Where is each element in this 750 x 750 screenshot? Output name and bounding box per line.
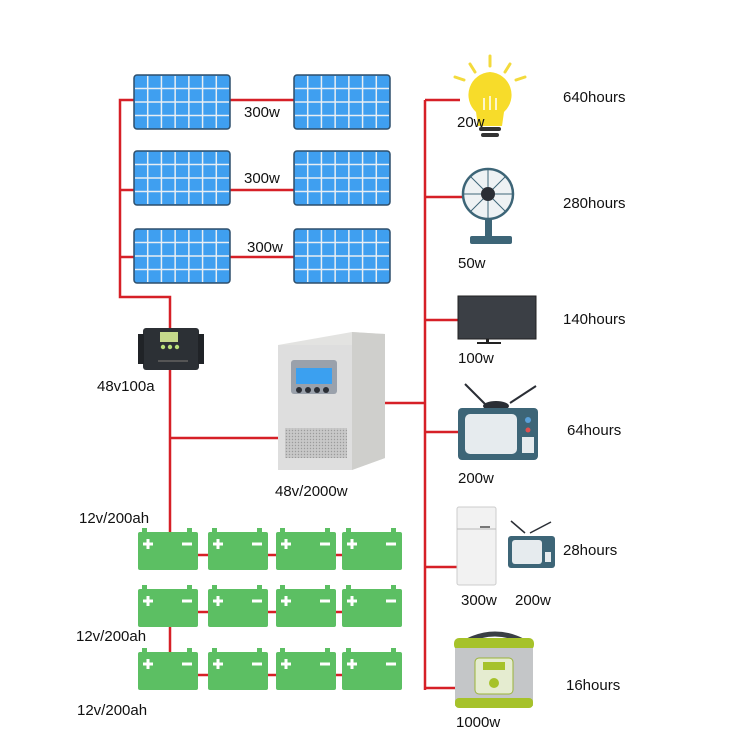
fridge-icon [456, 506, 497, 586]
solar-row-3-label: 300w [247, 239, 283, 256]
load-4-power: 200w [458, 470, 494, 487]
light-bulb-icon [453, 54, 527, 137]
load-5-power-2: 200w [515, 592, 551, 609]
charge-controller-icon [138, 328, 204, 370]
battery-icon [342, 585, 402, 627]
charge-controller-label: 48v100a [97, 378, 155, 395]
solar-row-2-label: 300w [244, 170, 280, 187]
battery-icon [138, 528, 198, 570]
flat-tv-icon [457, 295, 537, 344]
battery-icon [138, 648, 198, 690]
solar-bus-wire [118, 98, 172, 330]
battery-icon [208, 648, 268, 690]
load-6-power: 1000w [456, 714, 501, 731]
solar-panel-icon [293, 228, 391, 284]
load-3-runtime: 140hours [563, 311, 626, 328]
inverter-label: 48v/2000w [275, 483, 348, 500]
small-tv-icon [508, 520, 555, 568]
battery-icon [276, 528, 336, 570]
battery-row-2-label: 12v/200ah [76, 628, 147, 645]
solar-panel-icon [133, 74, 231, 130]
solar-panel-icon [293, 150, 391, 206]
load-1-runtime: 640hours [563, 89, 626, 106]
load-6-runtime: 16hours [566, 677, 621, 694]
battery-icon [208, 528, 268, 570]
battery-icon [276, 648, 336, 690]
rice-cooker-icon [454, 631, 534, 708]
battery-row-3-label: 12v/200ah [77, 702, 148, 719]
solar-row-1-label: 300w [244, 104, 280, 121]
load-3-power: 100w [458, 350, 494, 367]
solar-panel-icon [293, 74, 391, 130]
battery-icon [342, 648, 402, 690]
load-2-power: 50w [458, 255, 486, 272]
fan-icon [461, 167, 515, 244]
battery-icon [138, 585, 198, 627]
battery-icon [342, 528, 402, 570]
load-5-power: 300w [461, 592, 497, 609]
solar-panel-icon [133, 150, 231, 206]
battery-row-1-label: 12v/200ah [79, 510, 150, 527]
load-2-runtime: 280hours [563, 195, 626, 212]
load-5-runtime: 28hours [563, 542, 618, 559]
inverter-icon [278, 332, 385, 470]
battery-icon [208, 585, 268, 627]
battery-icon [276, 585, 336, 627]
solar-panel-icon [133, 228, 231, 284]
retro-tv-icon [458, 383, 538, 460]
load-4-runtime: 64hours [567, 422, 622, 439]
load-1-power: 20w [457, 114, 485, 131]
